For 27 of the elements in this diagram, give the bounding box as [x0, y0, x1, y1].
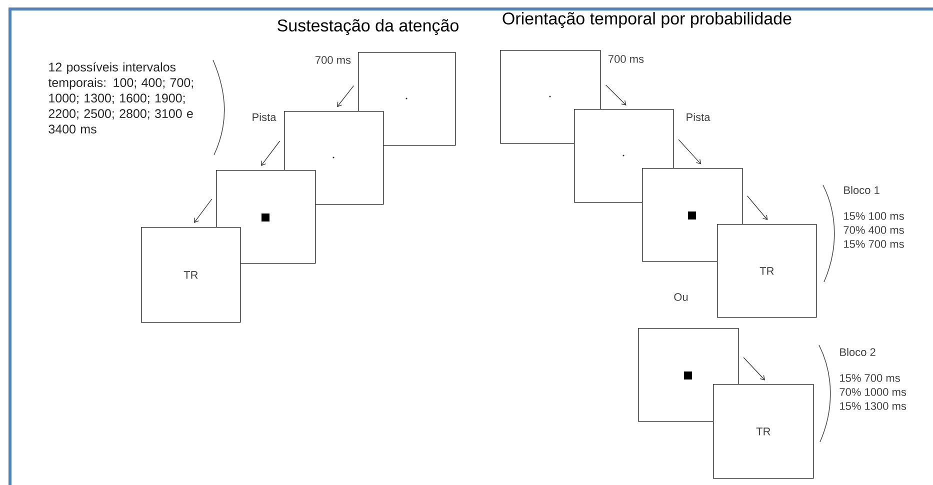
- screen-box: [216, 170, 316, 264]
- note-text: 15% 100 ms: [844, 212, 904, 220]
- arrow: [743, 357, 766, 380]
- screen-box: TR: [717, 224, 817, 318]
- note-text: 70% 400 ms: [844, 226, 904, 234]
- note-text: Bloco 2: [840, 348, 876, 356]
- arrow: [194, 198, 212, 223]
- note-text: 15% 700 ms: [844, 240, 904, 248]
- arrow: [260, 140, 280, 166]
- note-text: Ou: [674, 293, 688, 301]
- panel-title: Sustestação da atenção: [278, 19, 458, 35]
- screen-box: [500, 50, 601, 144]
- arrow: [336, 85, 354, 108]
- arrow: [605, 84, 626, 106]
- screen-box: [358, 52, 456, 146]
- edge-label: 700 ms: [314, 55, 352, 65]
- screen-box: TR: [713, 384, 814, 479]
- screen-box: [642, 168, 743, 262]
- note-text: 15% 1300 ms: [840, 402, 906, 410]
- edge-label: 700 ms: [606, 54, 646, 64]
- edge-label: Pista: [684, 112, 712, 122]
- screen-box: [638, 328, 739, 422]
- arrow: [746, 196, 768, 220]
- screen-box: TR: [141, 227, 241, 323]
- note-text: 70% 1000 ms: [840, 388, 906, 396]
- edge-label: Pista: [250, 112, 278, 122]
- arrow: [678, 139, 702, 164]
